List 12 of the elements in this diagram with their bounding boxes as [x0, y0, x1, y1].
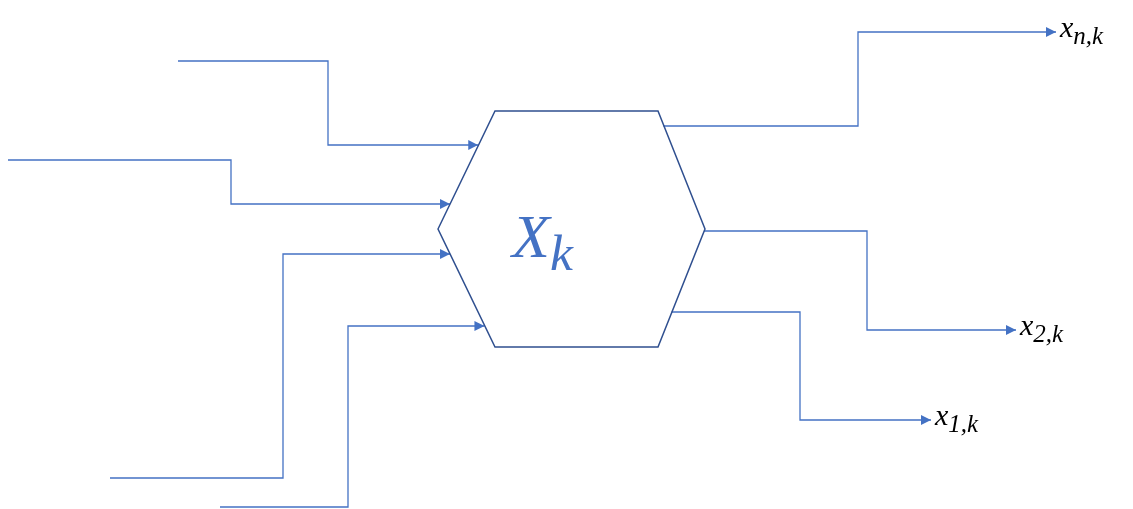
- connector-arrow: [177, 60, 479, 150]
- output-variable-label: x$_{1,k}$: [935, 400, 1035, 440]
- hexagon-node: [437, 110, 706, 348]
- connector-arrow: [662, 27, 1057, 127]
- node-label: X$_{k}$: [512, 205, 573, 280]
- output-variable-label: x$_{2,k}$: [1020, 310, 1115, 350]
- connector-arrow: [703, 230, 1017, 335]
- output-variable-label: x$_{n,k}$: [1060, 12, 1130, 52]
- connector-arrow: [670, 311, 932, 425]
- connector-arrow: [109, 249, 451, 479]
- connector-arrow: [7, 159, 451, 209]
- connector-arrow: [219, 321, 486, 508]
